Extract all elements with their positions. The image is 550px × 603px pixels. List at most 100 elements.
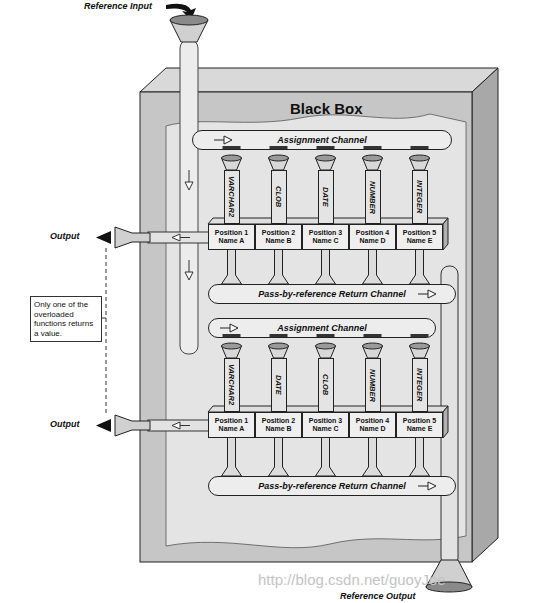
type-tube: INTEGER — [412, 170, 428, 224]
output-label: Output — [50, 419, 80, 429]
box-front-face — [140, 92, 472, 562]
node-text: Pass-by-reference Return Channel — [258, 481, 406, 491]
type-tube: DATE — [271, 358, 287, 412]
row-top-face — [208, 406, 448, 412]
funnel-mouth — [410, 343, 430, 358]
input-label: Reference Input — [84, 1, 152, 11]
node-text: Position 2 Name B — [256, 229, 301, 245]
output-funnel-rim — [426, 582, 472, 592]
type-tube: INTEGER — [412, 358, 428, 412]
node-text: Only one of the overloaded functions ret… — [34, 300, 98, 338]
node-text: CLOB — [274, 186, 283, 207]
channel-slot — [411, 334, 429, 337]
flow-arrow — [185, 260, 193, 280]
funnel-connector — [363, 438, 383, 476]
parameter-box: Position 5 Name E — [396, 224, 443, 250]
leader-line — [102, 318, 106, 319]
channel-slot — [270, 146, 288, 149]
cutaway — [166, 114, 466, 548]
channel-slot — [270, 334, 288, 337]
channel-slot — [364, 146, 382, 149]
output-assembly — [96, 415, 210, 436]
node-text: Position 1 Name A — [209, 229, 254, 245]
node-text: Assignment Channel — [277, 323, 367, 333]
parameter-box: Position 2 Name B — [255, 412, 302, 438]
node-text: INTEGER — [415, 368, 424, 401]
parameter-box: Position 4 Name D — [349, 412, 396, 438]
box-top-face — [140, 68, 498, 92]
return-channel: Pass-by-reference Return Channel — [208, 476, 456, 496]
parameter-box: Position 3 Name C — [302, 412, 349, 438]
row-side-face — [443, 406, 448, 438]
funnel-mouth — [410, 155, 430, 170]
parameter-box: Position 5 Name E — [396, 412, 443, 438]
node-text: Assignment Channel — [277, 135, 367, 145]
node-text: DATE — [321, 187, 330, 207]
channel-slot — [317, 146, 335, 149]
funnel-mouth — [363, 155, 383, 170]
funnel-mouth — [363, 343, 383, 358]
channel-slot — [223, 146, 241, 149]
funnel-mouth — [222, 155, 242, 170]
parameter-box: Position 1 Name A — [208, 412, 255, 438]
funnel-mouth — [316, 343, 336, 358]
flow-arrow — [214, 136, 232, 144]
input-pipe — [180, 40, 198, 354]
channel-slot — [364, 334, 382, 337]
funnel-connector — [410, 438, 430, 476]
parameter-box: Position 1 Name A — [208, 224, 255, 250]
output-assembly — [96, 227, 210, 248]
flow-arrow — [185, 170, 193, 190]
flow-arrow — [418, 290, 436, 298]
output-label: Reference Output — [340, 591, 416, 601]
funnel-mouth — [316, 155, 336, 170]
type-tube: VARCHAR2 — [224, 170, 240, 224]
assignment-channel: Assignment Channel — [192, 130, 452, 150]
type-tube: NUMBER — [365, 358, 381, 412]
channel-slot — [411, 146, 429, 149]
type-tube: VARCHAR2 — [224, 358, 240, 412]
parameter-box: Position 2 Name B — [255, 224, 302, 250]
row-top-face — [208, 218, 448, 224]
input-arrow — [166, 4, 196, 20]
return-pipe — [441, 266, 458, 566]
node-text: VARCHAR2 — [227, 364, 236, 405]
node-text: CLOB — [321, 374, 330, 395]
node-text: Position 3 Name C — [303, 229, 348, 245]
type-tube: DATE — [318, 170, 334, 224]
funnel-connector — [222, 250, 242, 284]
channel-slot — [317, 334, 335, 337]
node-text: Position 4 Name D — [350, 417, 395, 433]
funnel-connector — [363, 250, 383, 284]
bracket-line — [106, 248, 107, 414]
node-text: VARCHAR2 — [227, 176, 236, 217]
black-box: Black BoxAssignment ChannelVARCHAR2CLOBD… — [140, 92, 472, 562]
node-text: Position 3 Name C — [303, 417, 348, 433]
node-text: Black Box — [290, 100, 363, 117]
funnel-connector — [316, 250, 336, 284]
funnel-connector — [222, 438, 242, 476]
node-text: Position 4 Name D — [350, 229, 395, 245]
funnel-mouth — [269, 343, 289, 358]
funnel-mouth — [269, 155, 289, 170]
node-text: Position 1 Name A — [209, 417, 254, 433]
type-tube: CLOB — [318, 358, 334, 412]
funnel-connector — [269, 438, 289, 476]
node-text: DATE — [274, 375, 283, 395]
output-label: Output — [50, 231, 80, 241]
funnel-connector — [269, 250, 289, 284]
watermark: http://blog.csdn.net/guoyJoe — [258, 571, 446, 588]
assignment-channel: Assignment Channel — [208, 318, 436, 338]
flow-arrow — [418, 482, 436, 490]
funnel-mouth — [222, 343, 242, 358]
box-side-face — [472, 68, 498, 562]
input-funnel — [170, 20, 208, 42]
parameter-box: Position 3 Name C — [302, 224, 349, 250]
node-text: NUMBER — [368, 369, 377, 402]
input-funnel-rim — [170, 15, 208, 25]
output-funnel — [426, 560, 472, 587]
node-text: Position 5 Name E — [397, 229, 442, 245]
